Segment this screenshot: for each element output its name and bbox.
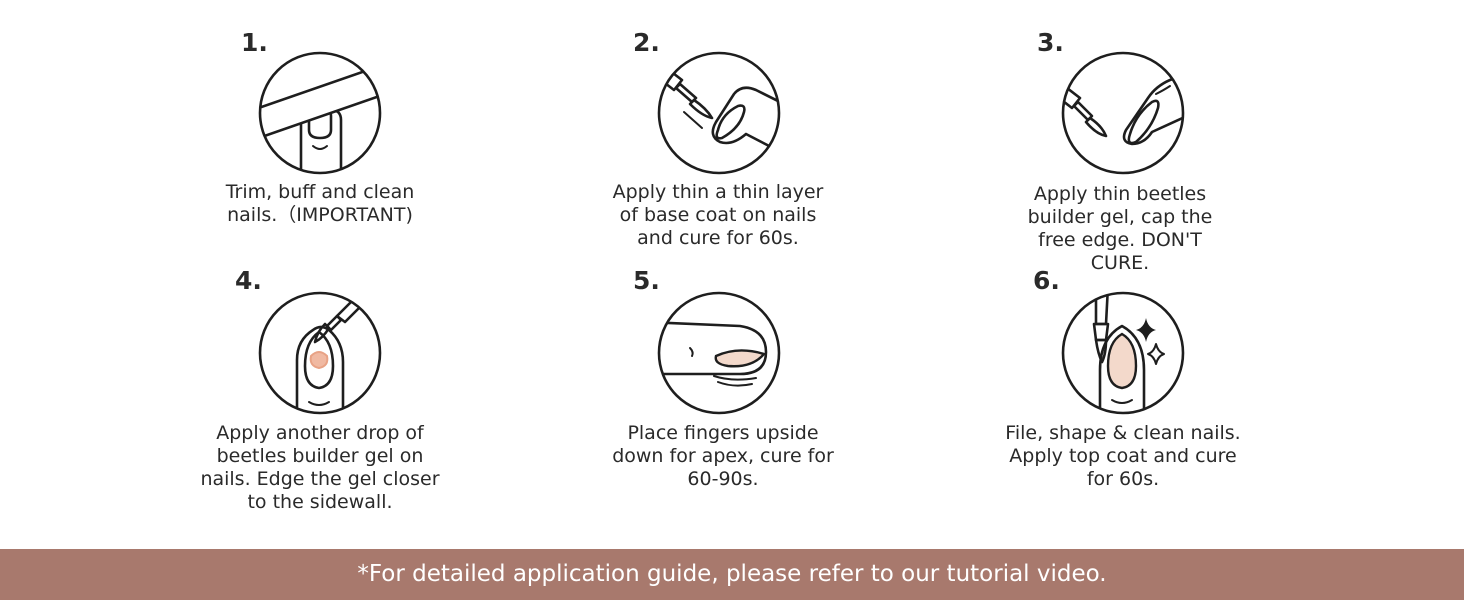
tutorial-note-banner: *For detailed application guide, please … — [0, 549, 1464, 600]
step-number: 2. — [633, 28, 660, 57]
builder-gel-brush-icon — [1060, 50, 1186, 176]
step-number: 1. — [241, 28, 268, 57]
step-caption: Apply thin beetles builder gel, cap the … — [1027, 183, 1213, 274]
upside-down-finger-icon — [656, 290, 782, 416]
file-nail-icon — [257, 50, 383, 176]
step-caption: File, shape & clean nails. Apply top coa… — [1005, 422, 1241, 490]
step-number: 4. — [235, 266, 262, 295]
base-coat-brush-icon — [656, 50, 782, 176]
step-number: 6. — [1033, 266, 1060, 295]
gel-drop-icon — [257, 290, 383, 416]
step-caption: Trim, buff and clean nails.（IMPORTANT) — [225, 181, 415, 226]
step-caption: Apply another drop of beetles builder ge… — [200, 422, 440, 513]
top-coat-sparkle-icon — [1060, 290, 1186, 416]
step-caption: Place fingers upside down for apex, cure… — [612, 422, 834, 490]
step-number: 5. — [633, 266, 660, 295]
step-number: 3. — [1037, 28, 1064, 57]
step-caption: Apply thin a thin layer of base coat on … — [612, 181, 824, 249]
